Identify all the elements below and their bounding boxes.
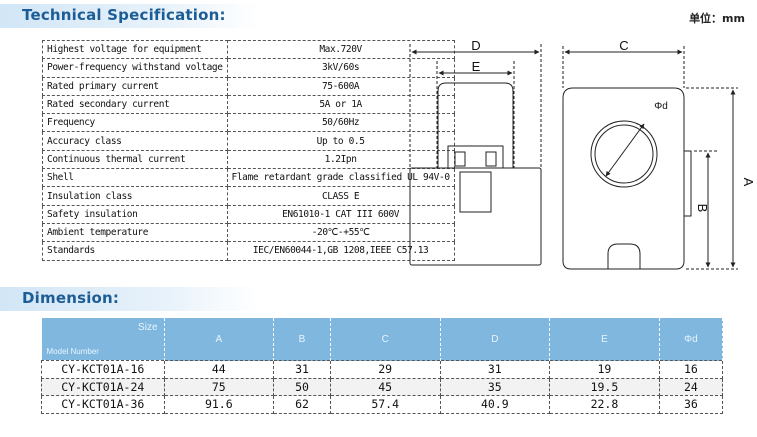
- ct-technical-drawing: D E C A B Φd: [409, 38, 753, 270]
- dimension-table: Size Model Number A B C D E Φd CY-KCT01A…: [41, 318, 724, 414]
- spec-row: Ambient temperature-20℃-+55℃: [42, 222, 455, 243]
- value-cell: 16: [658, 360, 724, 379]
- corner-header: Size Model Number: [41, 318, 165, 361]
- dim-section-bar: [0, 287, 260, 311]
- spec-label: Accuracy class: [42, 131, 228, 151]
- column-header-c: C: [330, 318, 441, 361]
- value-cell: 57.4: [329, 395, 441, 414]
- value-cell: 19.5: [549, 377, 660, 396]
- side-view: [409, 44, 542, 266]
- column-header-phid: Φd: [659, 318, 724, 361]
- table-row: CY-KCT01A-24 75 50 45 35 19.5 24: [41, 377, 724, 396]
- dimension-header-row: Size Model Number A B C D E Φd: [41, 318, 724, 361]
- spec-label: Power-frequency withstand voltage: [42, 58, 228, 78]
- dimension-label-c: C: [619, 38, 628, 53]
- model-cell: CY-KCT01A-16: [41, 360, 165, 379]
- column-header-e: E: [549, 318, 660, 361]
- value-cell: 91.6: [163, 395, 275, 414]
- value-cell: 45: [329, 377, 441, 396]
- value-cell: 40.9: [439, 395, 551, 414]
- value-cell: 36: [658, 395, 724, 414]
- diameter-label: Φd: [654, 101, 668, 112]
- value-cell: 50: [273, 377, 331, 396]
- model-cell: CY-KCT01A-24: [41, 377, 165, 396]
- spec-label: Ambient temperature: [42, 222, 228, 243]
- value-cell: 29: [329, 360, 441, 379]
- corner-model-label: Model Number: [46, 347, 99, 356]
- unit-label: 单位：mm: [689, 12, 745, 25]
- value-cell: 19: [549, 360, 660, 379]
- spec-label: Insulation class: [42, 186, 228, 206]
- value-cell: 44: [163, 360, 275, 379]
- front-view: [562, 46, 738, 270]
- value-cell: 31: [273, 360, 331, 379]
- column-header-d: D: [440, 318, 551, 361]
- spec-label: Continuous thermal current: [42, 149, 228, 170]
- dimension-label-a: A: [741, 178, 753, 187]
- column-header-b: B: [273, 318, 331, 361]
- spec-section-title: Technical Specification:: [22, 6, 226, 24]
- spec-section-bar: [0, 4, 260, 28]
- spec-label: Shell: [42, 168, 228, 188]
- value-cell: 35: [439, 377, 551, 396]
- spec-value: IEC/EN60044-1,GB 1208,IEEE C57.13: [226, 241, 455, 261]
- table-row: CY-KCT01A-16 44 31 29 31 19 16: [41, 360, 724, 379]
- corner-size-label: Size: [138, 322, 158, 333]
- spec-label: Safety insulation: [42, 204, 228, 224]
- spec-label: Rated primary current: [42, 76, 228, 96]
- model-cell: CY-KCT01A-36: [41, 395, 165, 414]
- value-cell: 22.8: [549, 395, 660, 414]
- spec-label: Frequency: [42, 113, 228, 133]
- value-cell: 75: [163, 377, 275, 396]
- value-cell: 62: [273, 395, 331, 414]
- column-header-a: A: [164, 318, 275, 361]
- dimension-label-e: E: [472, 59, 481, 74]
- spec-label: Standards: [42, 241, 228, 261]
- value-cell: 31: [439, 360, 551, 379]
- spec-label: Highest voltage for equipment: [42, 39, 228, 60]
- table-row: CY-KCT01A-36 91.6 62 57.4 40.9 22.8 36: [41, 395, 724, 414]
- dimension-label-d: D: [471, 38, 480, 53]
- dim-section-title: Dimension:: [22, 289, 120, 307]
- dimension-label-b: B: [695, 204, 710, 213]
- value-cell: 24: [658, 377, 724, 396]
- spec-label: Rated secondary current: [42, 94, 228, 115]
